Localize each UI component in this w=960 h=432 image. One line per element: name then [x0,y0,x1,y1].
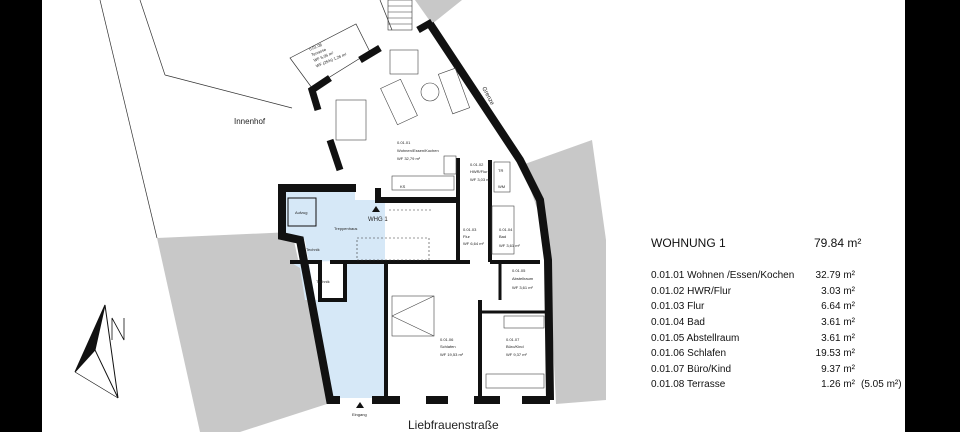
stairwell-label: Treppenhaus [334,226,357,231]
furniture [335,49,545,389]
svg-text:WF 3,03 m²: WF 3,03 m² [470,177,492,182]
svg-text:Büro/Kind: Büro/Kind [506,344,524,349]
washer-label: WM [498,184,505,189]
room-label-terrasse: 0.01.08 Terrasse WF 5,05 m² WF (25%) 1,2… [308,42,348,69]
unit-title: WOHNUNG 1 [651,236,726,250]
stairwell-area [284,190,385,398]
neighbour-building-right [522,140,606,404]
area-table-header: WOHNUNG 1 79.84 m² [651,236,911,250]
entrance-label: Eingang [352,412,367,417]
walls [278,18,554,404]
elevator-label: Aufzug [295,210,307,215]
svg-text:WF 32,79 m²: WF 32,79 m² [397,156,421,161]
north-arrow-icon [74,304,125,399]
street-label: Liebfrauenstraße [408,418,499,432]
svg-text:HWR/Flur: HWR/Flur [470,169,488,174]
stair-lines [356,209,432,261]
area-table: WOHNUNG 1 79.84 m² 0.01.01 Wohnen /Essen… [651,236,911,393]
svg-text:WF 3,61 m²: WF 3,61 m² [499,243,521,248]
room-label-abstellraum: 0.01.05 Abstellraum WF 3,61 m² [512,268,534,290]
room-label-buero: 0.01.07 Büro/Kind WF 9,37 m² [506,337,528,357]
svg-text:Bad: Bad [499,234,506,239]
neighbour-building-left [157,232,330,432]
courtyard-label: Innenhof [234,117,266,126]
svg-text:0.01.07: 0.01.07 [506,337,520,342]
svg-text:WF 19,53 m²: WF 19,53 m² [440,352,464,357]
svg-text:WF 6,64 m²: WF 6,64 m² [463,241,485,246]
svg-text:Abstellraum: Abstellraum [512,276,534,281]
neighbour-building-top [415,0,462,24]
svg-text:0.01.05: 0.01.05 [512,268,526,273]
room-label-hwr: 0.01.02 HWR/Flur WF 3,03 m² [470,162,492,182]
technik-label: Technik [306,247,320,252]
svg-text:WF 9,37 m²: WF 9,37 m² [506,352,528,357]
unit-marker-icon [372,206,380,212]
svg-text:0.01.02: 0.01.02 [470,162,484,167]
svg-text:0.01.08: 0.01.08 [308,42,323,52]
svg-text:Terrasse: Terrasse [311,47,328,58]
svg-text:Wohnen/Essen/Kochen: Wohnen/Essen/Kochen [397,148,439,153]
outdoor-stairs [387,0,413,31]
svg-text:Schlafen: Schlafen [440,344,456,349]
svg-text:WF 3,61 m²: WF 3,61 m² [512,285,534,290]
unit-marker-label: WHG 1 [368,217,388,223]
technik-label: Technik [316,279,330,284]
entrance-marker-icon [356,402,364,408]
site-lines [99,0,393,239]
unit-total-area: 79.84 m² [814,236,862,250]
fridge-label: KS [400,184,406,189]
svg-text:0.01.01: 0.01.01 [397,140,411,145]
room-label-wohnen: 0.01.01 Wohnen/Essen/Kochen WF 32,79 m² [397,140,439,161]
dryer-label: TR [498,168,503,173]
svg-text:0.01.03: 0.01.03 [463,227,477,232]
svg-text:Flur: Flur [463,234,471,239]
room-label-flur: 0.01.03 Flur WF 6,64 m² [463,227,485,246]
svg-text:0.01.04: 0.01.04 [499,227,513,232]
svg-text:0.01.06: 0.01.06 [440,337,454,342]
room-label-bad: 0.01.04 Bad WF 3,61 m² [499,227,521,248]
elevator-shaft [287,197,317,227]
room-label-schlafen: 0.01.06 Schlafen WF 19,53 m² [440,337,464,357]
